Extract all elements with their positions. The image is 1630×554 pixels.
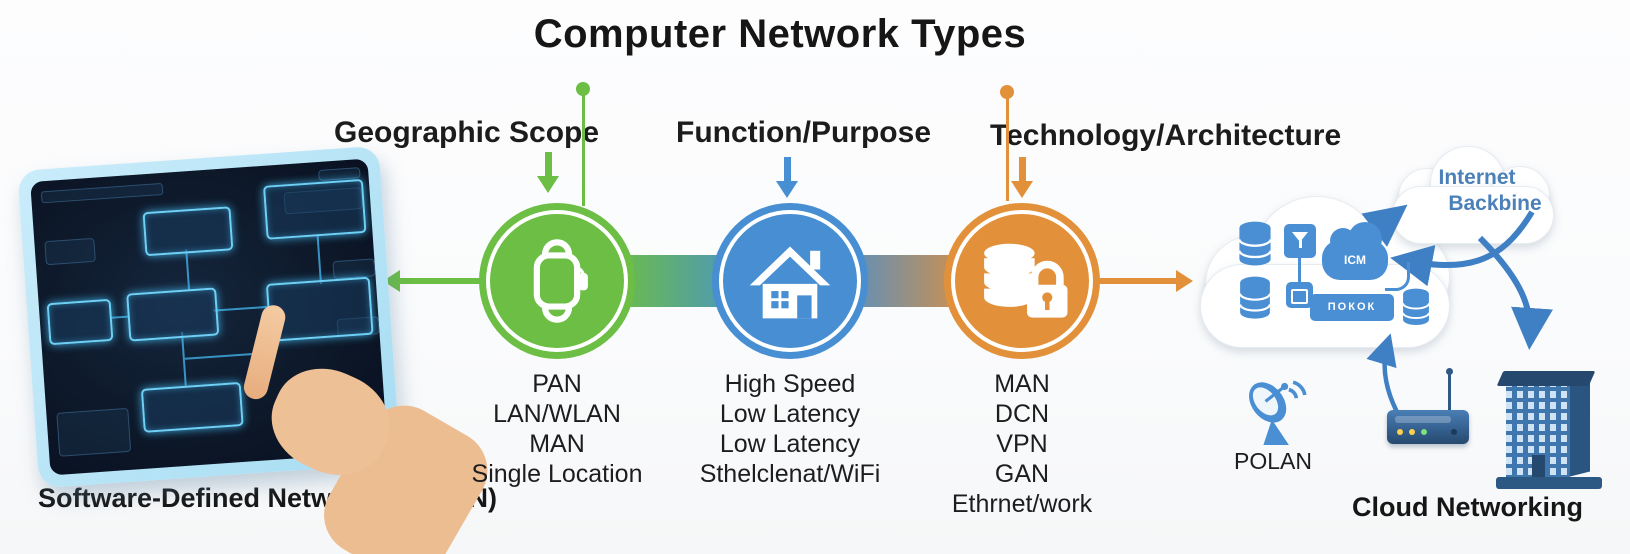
mini-cloud-label: ICM bbox=[1344, 253, 1366, 267]
database-cylinder-icon bbox=[1238, 221, 1272, 266]
list-item: LAN/WLAN bbox=[493, 400, 621, 428]
list-item: Ethrnet/work bbox=[951, 490, 1093, 518]
function-purpose-list: High Speed Low Latency Low Latency Sthel… bbox=[662, 369, 918, 489]
mini-cloud-icon: ICM bbox=[1322, 222, 1388, 280]
server-box-icon: ПОКОК bbox=[1310, 294, 1394, 321]
building-base bbox=[1496, 477, 1602, 489]
funnel-widget-icon bbox=[1284, 224, 1316, 258]
diagram-node bbox=[140, 381, 244, 433]
list-item: Single Location bbox=[471, 460, 643, 488]
function-purpose-circle bbox=[712, 203, 868, 359]
list-item: Sthelclenat/WiFi bbox=[699, 460, 881, 488]
technology-architecture-list: MAN DCN VPN GAN Ethrnet/work bbox=[894, 369, 1150, 519]
green-stem-line bbox=[582, 94, 585, 206]
diagram-node bbox=[262, 178, 367, 240]
screen-panel-right1 bbox=[332, 258, 376, 280]
list-item: VPN bbox=[996, 430, 1048, 458]
diagram-node bbox=[46, 298, 114, 346]
widget-connector-line bbox=[1298, 258, 1301, 282]
building-side bbox=[1570, 377, 1590, 477]
sdn-touchscreen-illustration bbox=[17, 145, 503, 554]
list-item: Low Latency bbox=[719, 400, 861, 428]
router-icon bbox=[1387, 410, 1469, 444]
diagram-edge bbox=[185, 249, 191, 292]
page-title: Computer Network Types bbox=[533, 12, 1027, 56]
chip-widget-icon bbox=[1286, 282, 1313, 308]
blue-down-arrow bbox=[784, 157, 791, 183]
blue-down-arrowhead-icon bbox=[776, 181, 798, 198]
screen-topbar bbox=[40, 182, 164, 204]
internet-cloud-label-line2: Backbine bbox=[1448, 192, 1542, 215]
house-icon bbox=[749, 246, 831, 319]
internet-cloud-label-line1: Internet bbox=[1438, 166, 1516, 189]
diagram-edge bbox=[316, 234, 322, 285]
building-door bbox=[1532, 455, 1545, 479]
list-item: PAN bbox=[532, 370, 582, 398]
label-function-purpose: Function/Purpose bbox=[676, 116, 931, 149]
list-item: MAN bbox=[529, 430, 585, 458]
geographic-scope-list: PAN LAN/WLAN MAN Single Location bbox=[429, 369, 685, 489]
orange-down-arrow bbox=[1019, 157, 1026, 183]
diagram-edge bbox=[213, 305, 268, 312]
orange-stem-line bbox=[1006, 97, 1009, 201]
list-item: High Speed bbox=[724, 370, 856, 398]
screen-panel-bottomleft bbox=[56, 407, 132, 457]
orange-stem-dot bbox=[1000, 85, 1014, 99]
satellite-dish-icon bbox=[1249, 380, 1307, 445]
label-technology-architecture: Technology/Architecture bbox=[990, 119, 1342, 152]
database-cylinder-icon bbox=[1402, 288, 1430, 326]
database-lock-icon bbox=[984, 243, 1068, 318]
diagram-node bbox=[126, 287, 220, 342]
orange-down-arrowhead-icon bbox=[1011, 181, 1033, 198]
smartwatch-icon bbox=[533, 239, 588, 323]
green-down-arrow bbox=[545, 152, 552, 178]
screen-panel-topleft bbox=[44, 237, 96, 266]
building-roof bbox=[1496, 371, 1596, 386]
list-item: GAN bbox=[994, 460, 1050, 488]
green-down-arrowhead-icon bbox=[537, 176, 559, 193]
orange-right-arrow bbox=[1098, 278, 1178, 284]
satellite-label: POLAN bbox=[1234, 448, 1312, 474]
list-item: MAN bbox=[994, 370, 1050, 398]
diagram-node bbox=[142, 206, 234, 257]
router-antenna-icon bbox=[1446, 368, 1453, 414]
technology-architecture-circle bbox=[944, 203, 1100, 359]
geographic-scope-circle bbox=[479, 203, 635, 359]
list-item: Low Latency bbox=[719, 430, 861, 458]
building-icon bbox=[1506, 385, 1570, 479]
label-geographic-scope: Geographic Scope bbox=[334, 116, 600, 149]
database-cylinder-icon bbox=[1239, 276, 1271, 319]
green-stem-dot bbox=[576, 82, 590, 96]
orange-right-arrowhead-icon bbox=[1176, 270, 1193, 292]
list-item: DCN bbox=[994, 400, 1050, 428]
green-left-arrow bbox=[398, 278, 482, 284]
cloud-networking-caption: Cloud Networking bbox=[1352, 492, 1583, 522]
